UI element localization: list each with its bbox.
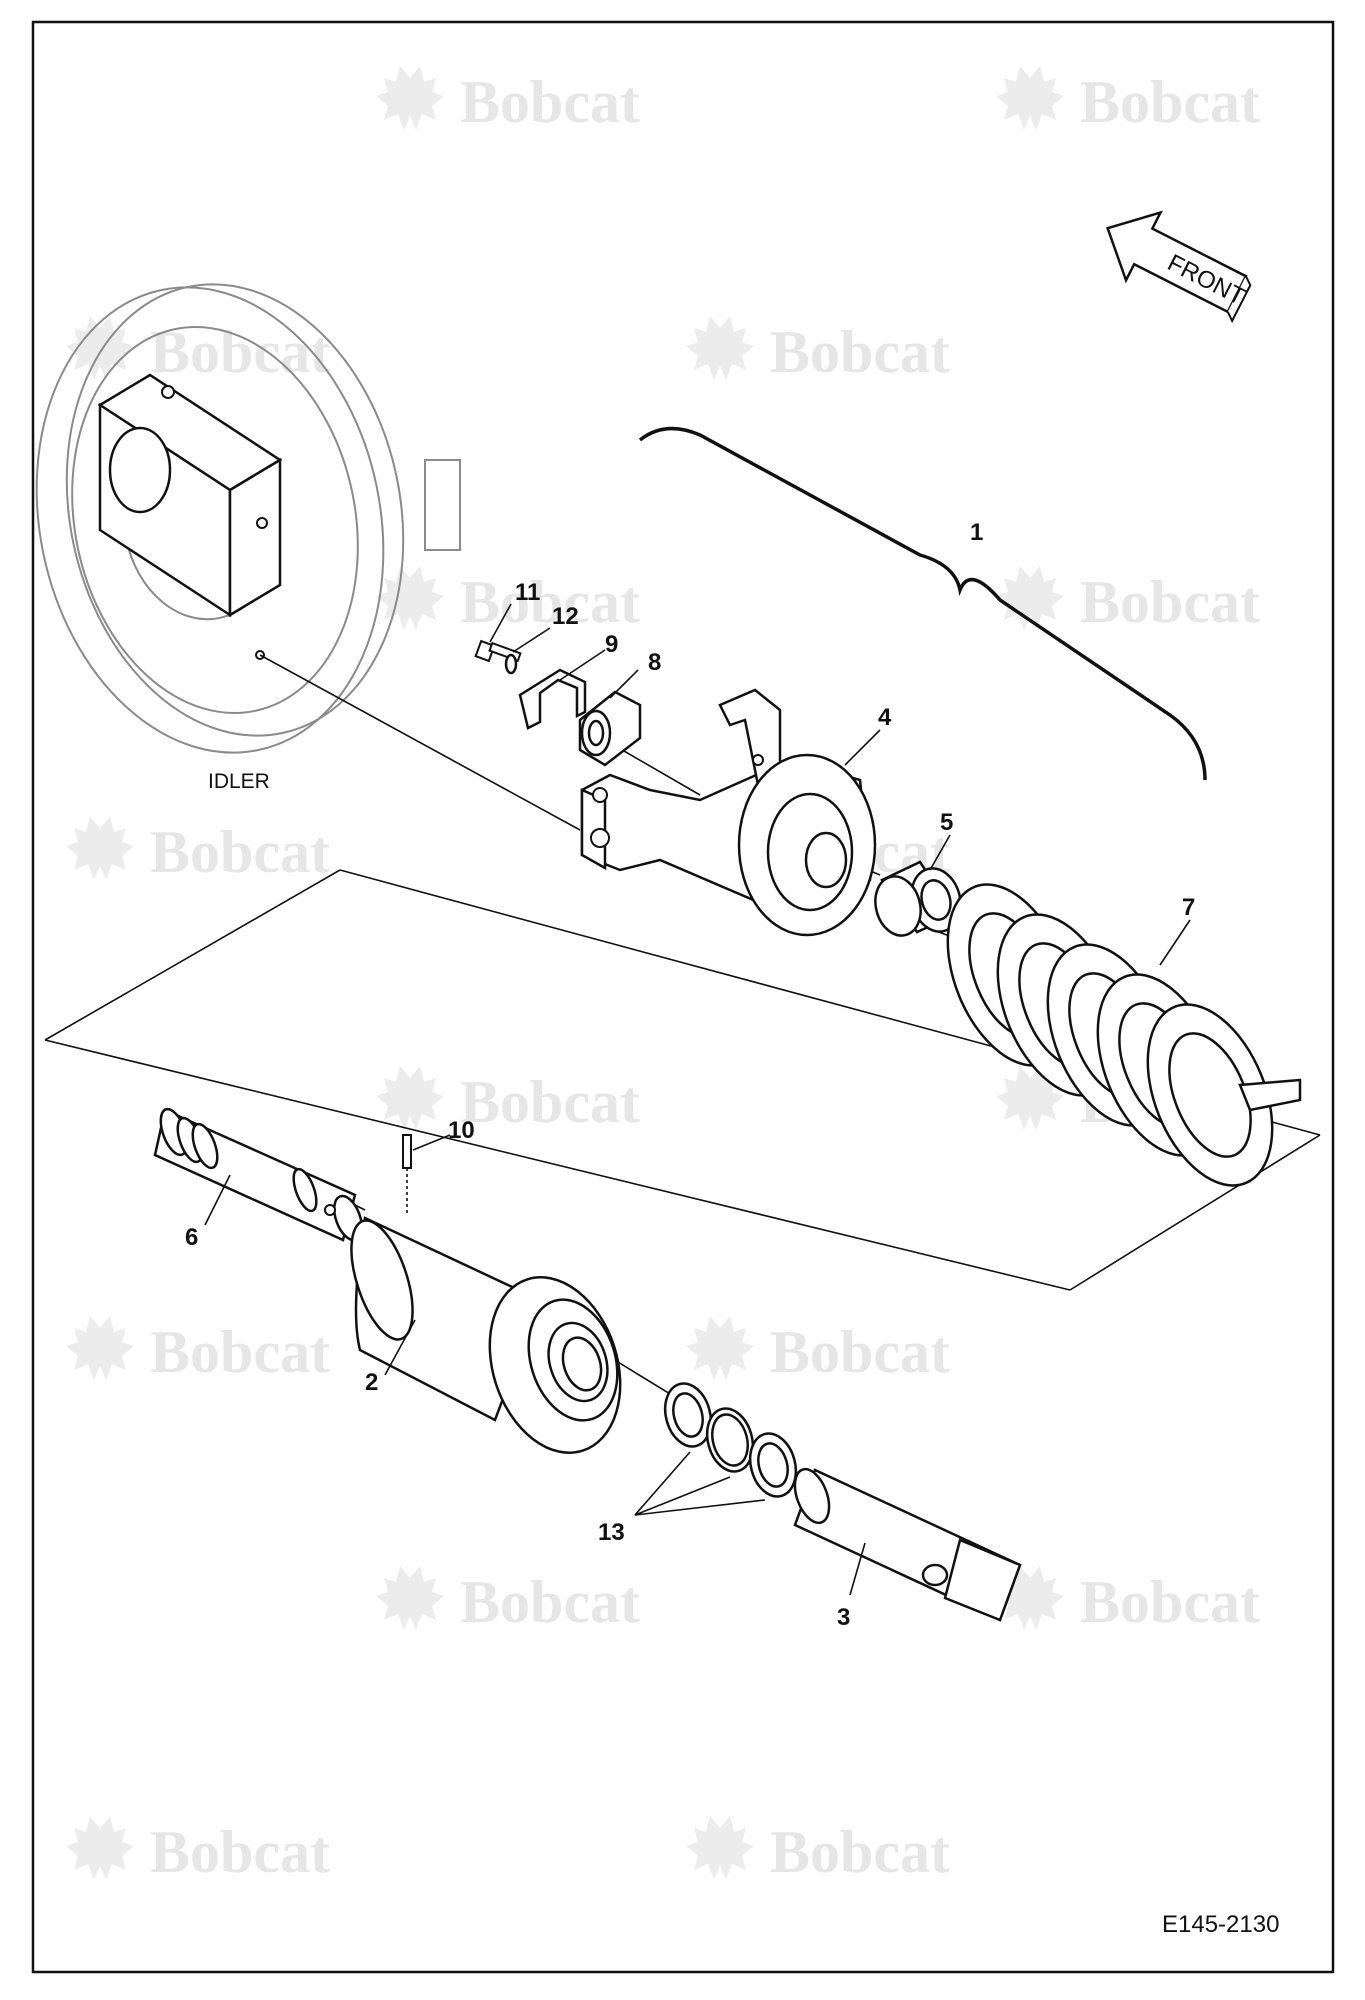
cylinder-part <box>350 1216 622 1454</box>
watermark-text: Bobcat <box>770 1319 950 1385</box>
idler-label: IDLER <box>208 770 270 793</box>
watermark-text: Bobcat <box>460 1069 640 1135</box>
bobcat-logo-icon <box>66 1316 134 1380</box>
figure-reference-code: E145-2130 <box>1162 1911 1279 1938</box>
callout-7: 7 <box>1182 894 1195 921</box>
callout-4: 4 <box>878 704 892 731</box>
watermark-text: Bobcat <box>150 1319 330 1385</box>
bushing-part <box>874 860 962 937</box>
idler-wheel-outline <box>35 283 461 754</box>
bobcat-logo-icon <box>686 1316 754 1380</box>
leader-lines <box>204 603 1191 1596</box>
bobcat-logo-icon <box>376 66 444 130</box>
watermark-text: Bobcat <box>1080 569 1260 635</box>
bobcat-logo-icon <box>376 1066 444 1130</box>
callout-6: 6 <box>185 1224 198 1251</box>
watermark-text: Bobcat <box>770 1819 950 1885</box>
callout-9: 9 <box>605 631 618 658</box>
watermark-text: Bobcat <box>460 69 640 135</box>
watermark-text: Bobcat <box>1080 69 1260 135</box>
rod-part <box>793 1467 1022 1622</box>
watermark-text: Bobcat <box>150 319 330 385</box>
watermark-text: Bobcat <box>1080 1569 1260 1635</box>
page-frame <box>31 20 1335 1974</box>
bobcat-logo-icon <box>686 1816 754 1880</box>
spring-part <box>946 883 1302 1187</box>
idler-mount-block <box>97 373 283 660</box>
callout-2: 2 <box>365 1369 378 1396</box>
bobcat-logo-icon <box>66 1816 134 1880</box>
callout-1: 1 <box>970 519 983 546</box>
watermark-text: Bobcat <box>770 319 950 385</box>
callout-11: 11 <box>515 579 540 606</box>
lock-washer-part <box>504 653 518 675</box>
bobcat-logo-icon <box>376 566 444 630</box>
bobcat-logo-icon <box>996 66 1064 130</box>
shaft-part <box>153 1107 363 1242</box>
yoke-part <box>580 688 877 937</box>
callout-5: 5 <box>940 809 953 836</box>
callout-13: 13 <box>598 1519 625 1546</box>
bobcat-logo-icon <box>376 1566 444 1630</box>
roll-pin-part <box>402 1134 412 1215</box>
watermark-text: Bobcat <box>150 819 330 885</box>
callout-12: 12 <box>552 603 579 630</box>
assembly-brace <box>638 426 1207 781</box>
callout-8: 8 <box>648 649 661 676</box>
watermark-text: Bobcat <box>150 1819 330 1885</box>
watermark-text: Bobcat <box>460 569 640 635</box>
bobcat-logo-icon <box>66 816 134 880</box>
callout-10: 10 <box>448 1117 475 1144</box>
bracket-part <box>518 668 587 730</box>
front-arrow-icon: FRONT <box>1106 210 1252 324</box>
seal-kit-part <box>663 1382 798 1498</box>
watermark-text: Bobcat <box>460 1569 640 1635</box>
bobcat-logo-icon <box>686 316 754 380</box>
callouts: 1 2 3 4 5 6 7 8 9 10 11 12 13 <box>185 519 1195 1631</box>
nut-part <box>578 690 642 767</box>
callout-3: 3 <box>837 1604 850 1631</box>
